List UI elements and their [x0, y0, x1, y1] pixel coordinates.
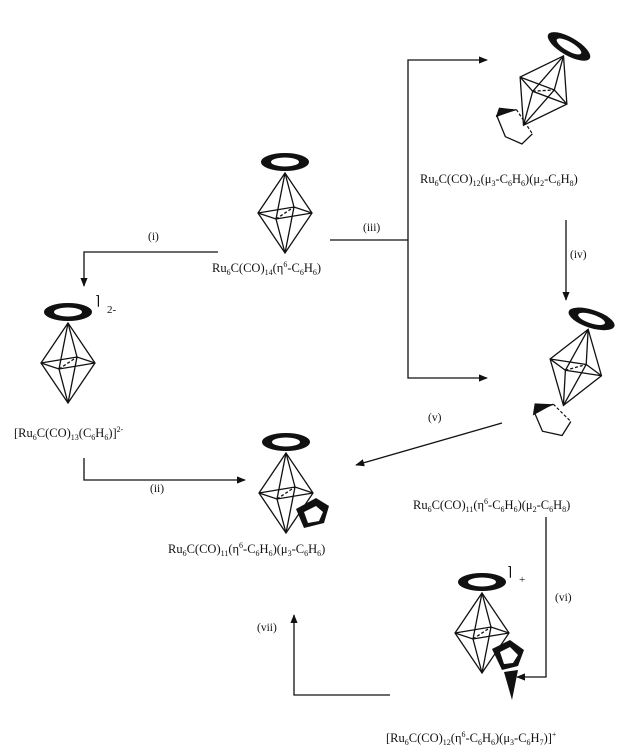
charge-bracket-c2: ⌉ — [95, 293, 100, 308]
arrow-step-i — [84, 252, 218, 286]
label-c6: [Ru6C(CO)12(η6-C6H6)(μ3-C6H7)]+ — [386, 730, 556, 747]
arrow-step-ii — [84, 458, 245, 480]
cluster-c2-structure — [41, 303, 95, 403]
step-label-vi: (vi) — [555, 592, 572, 604]
step-label-i: (i) — [148, 231, 159, 243]
label-c1: Ru6C(CO)14(η6-C6H6) — [212, 260, 321, 277]
step-label-iii: (iii) — [363, 222, 380, 234]
charge-bracket-c6: ⌉ — [507, 564, 512, 579]
step-label-iv: (iv) — [570, 249, 587, 261]
charge-c6: + — [519, 574, 525, 586]
cluster-c5-structure — [527, 302, 620, 444]
arrow-step-v — [356, 423, 502, 465]
arrow-step-iii-up — [408, 60, 487, 240]
step-label-vii: (vii) — [257, 622, 277, 634]
charge-c2: 2- — [107, 304, 116, 316]
step-label-v: (v) — [428, 412, 441, 424]
cluster-c6-structure — [455, 573, 524, 700]
label-c4: Ru6C(CO)12(μ3-C6H6)(μ2-C6H8) — [420, 172, 578, 188]
arrow-step-iii-down — [408, 240, 487, 378]
arrow-step-vii — [294, 615, 390, 695]
cluster-c3-structure — [259, 433, 329, 533]
label-c3: Ru6C(CO)11(η6-C6H6)(μ3-C6H6) — [168, 541, 325, 558]
label-c5: Ru6C(CO)11(η6-C6H6)(μ2-C6H8) — [413, 497, 570, 514]
cluster-c4-structure — [488, 24, 597, 156]
step-label-ii: (ii) — [150, 483, 164, 495]
label-c2: [Ru6C(CO)13(C6H6)]2- — [14, 425, 123, 442]
cluster-c1-structure — [258, 153, 312, 253]
